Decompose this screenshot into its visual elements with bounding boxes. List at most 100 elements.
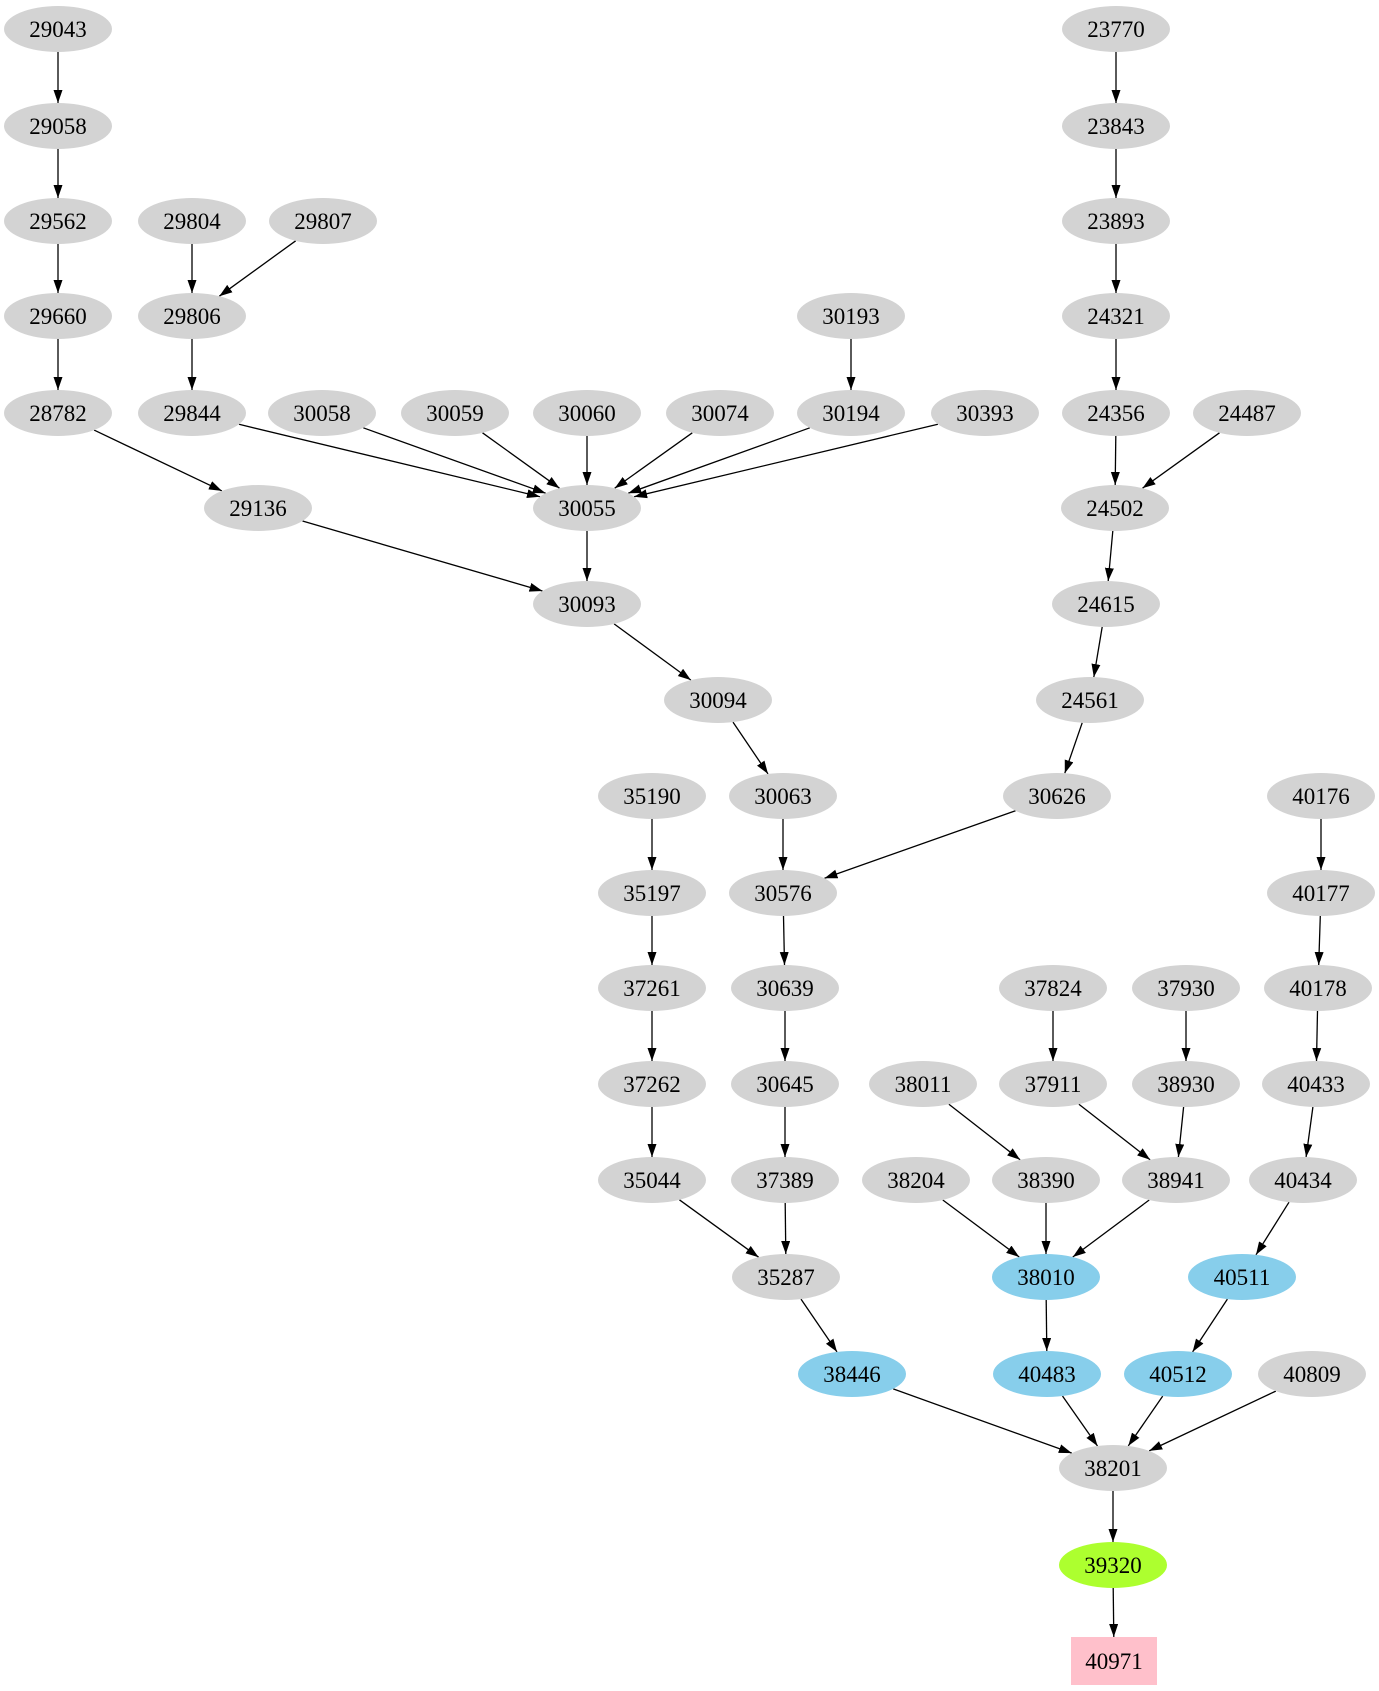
graph-node-37261: 37261 bbox=[598, 965, 706, 1011]
graph-node-24502: 24502 bbox=[1061, 485, 1169, 531]
graph-node-37262: 37262 bbox=[598, 1061, 706, 1107]
node-ellipse-30055 bbox=[533, 485, 641, 531]
node-ellipse-30645 bbox=[731, 1061, 839, 1107]
graph-node-23893: 23893 bbox=[1062, 198, 1170, 244]
node-label-38390: 38390 bbox=[1017, 1168, 1075, 1193]
node-label-29043: 29043 bbox=[29, 17, 87, 42]
node-label-37389: 37389 bbox=[756, 1168, 814, 1193]
graph-node-37930: 37930 bbox=[1132, 965, 1240, 1011]
node-label-37911: 37911 bbox=[1025, 1072, 1082, 1097]
graph-node-35197: 35197 bbox=[598, 870, 706, 916]
graph-node-30093: 30093 bbox=[533, 581, 641, 627]
node-ellipse-40809 bbox=[1258, 1351, 1366, 1397]
graph-node-30626: 30626 bbox=[1003, 773, 1111, 819]
graph-node-38201: 38201 bbox=[1059, 1445, 1167, 1491]
node-label-35044: 35044 bbox=[623, 1168, 681, 1193]
node-label-38204: 38204 bbox=[887, 1168, 945, 1193]
node-label-40177: 40177 bbox=[1292, 881, 1350, 906]
graph-node-29804: 29804 bbox=[138, 198, 246, 244]
edge-38930-to-38941 bbox=[1175, 1106, 1185, 1158]
graph-node-37389: 37389 bbox=[731, 1157, 839, 1203]
node-ellipse-38010 bbox=[992, 1254, 1100, 1300]
node-ellipse-40177 bbox=[1267, 870, 1375, 916]
node-label-24502: 24502 bbox=[1086, 496, 1144, 521]
node-label-37261: 37261 bbox=[623, 976, 681, 1001]
node-ellipse-37911 bbox=[999, 1061, 1107, 1107]
graph-node-40971: 40971 bbox=[1071, 1637, 1157, 1685]
graph-node-40512: 40512 bbox=[1124, 1351, 1232, 1397]
graph-node-30060: 30060 bbox=[533, 390, 641, 436]
graph-node-38010: 38010 bbox=[992, 1254, 1100, 1300]
graph-node-40177: 40177 bbox=[1267, 870, 1375, 916]
node-label-38011: 38011 bbox=[895, 1072, 952, 1097]
edge-30393-to-30055 bbox=[633, 423, 939, 499]
node-ellipse-37930 bbox=[1132, 965, 1240, 1011]
graph-node-30059: 30059 bbox=[401, 390, 509, 436]
edge-40178-to-40433 bbox=[1312, 1010, 1322, 1062]
node-label-40178: 40178 bbox=[1289, 976, 1347, 1001]
node-ellipse-30058 bbox=[268, 390, 376, 436]
node-ellipse-29806 bbox=[138, 293, 246, 339]
graph-node-23770: 23770 bbox=[1062, 6, 1170, 52]
edge-30576-to-30639 bbox=[779, 915, 789, 966]
node-ellipse-40433 bbox=[1262, 1061, 1370, 1107]
graph-node-40178: 40178 bbox=[1264, 965, 1372, 1011]
node-label-29136: 29136 bbox=[229, 496, 287, 521]
edge-24561-to-30626 bbox=[1064, 722, 1083, 774]
node-label-29660: 29660 bbox=[29, 304, 87, 329]
graph-node-30055: 30055 bbox=[533, 485, 641, 531]
node-ellipse-40434 bbox=[1249, 1157, 1357, 1203]
node-label-23770: 23770 bbox=[1087, 17, 1145, 42]
node-ellipse-30063 bbox=[729, 773, 837, 819]
node-label-35287: 35287 bbox=[757, 1265, 815, 1290]
edge-40511-to-40512 bbox=[1192, 1298, 1228, 1353]
node-label-38010: 38010 bbox=[1017, 1265, 1075, 1290]
node-ellipse-29043 bbox=[4, 6, 112, 52]
node-label-37262: 37262 bbox=[623, 1072, 681, 1097]
graph-node-30058: 30058 bbox=[268, 390, 376, 436]
edge-39320-to-40971 bbox=[1109, 1587, 1119, 1638]
node-label-30055: 30055 bbox=[558, 496, 616, 521]
graph-node-24615: 24615 bbox=[1052, 581, 1160, 627]
node-label-29804: 29804 bbox=[163, 209, 221, 234]
node-ellipse-24561 bbox=[1036, 677, 1144, 723]
edge-38011-to-38390 bbox=[948, 1103, 1021, 1161]
node-ellipse-40178 bbox=[1264, 965, 1372, 1011]
graph-node-24356: 24356 bbox=[1062, 390, 1170, 436]
graph-node-30074: 30074 bbox=[666, 390, 774, 436]
graph-node-40809: 40809 bbox=[1258, 1351, 1366, 1397]
node-label-35197: 35197 bbox=[623, 881, 681, 906]
node-ellipse-30093 bbox=[533, 581, 641, 627]
node-label-30193: 30193 bbox=[822, 304, 880, 329]
node-label-24561: 24561 bbox=[1061, 688, 1119, 713]
graph-node-30576: 30576 bbox=[729, 870, 837, 916]
graph-node-38941: 38941 bbox=[1122, 1157, 1230, 1203]
node-ellipse-23770 bbox=[1062, 6, 1170, 52]
graph-node-29058: 29058 bbox=[4, 103, 112, 149]
node-ellipse-24502 bbox=[1061, 485, 1169, 531]
node-ellipse-24321 bbox=[1062, 293, 1170, 339]
edge-40434-to-40511 bbox=[1255, 1201, 1290, 1256]
node-ellipse-30094 bbox=[664, 677, 772, 723]
node-label-29806: 29806 bbox=[163, 304, 221, 329]
node-ellipse-37824 bbox=[999, 965, 1107, 1011]
node-box-40971 bbox=[1071, 1637, 1157, 1685]
graph-node-39320: 39320 bbox=[1059, 1542, 1167, 1588]
node-label-38941: 38941 bbox=[1147, 1168, 1205, 1193]
node-ellipse-29136 bbox=[204, 485, 312, 531]
node-label-30063: 30063 bbox=[754, 784, 812, 809]
graph-node-38390: 38390 bbox=[992, 1157, 1100, 1203]
graph-node-29807: 29807 bbox=[269, 198, 377, 244]
node-label-30194: 30194 bbox=[822, 401, 880, 426]
node-ellipse-30074 bbox=[666, 390, 774, 436]
node-label-38201: 38201 bbox=[1084, 1456, 1142, 1481]
node-ellipse-30060 bbox=[533, 390, 641, 436]
graph-node-24561: 24561 bbox=[1036, 677, 1144, 723]
node-ellipse-30576 bbox=[729, 870, 837, 916]
node-label-39320: 39320 bbox=[1084, 1553, 1142, 1578]
node-ellipse-28782 bbox=[4, 390, 112, 436]
graph-node-30645: 30645 bbox=[731, 1061, 839, 1107]
node-label-23893: 23893 bbox=[1087, 209, 1145, 234]
node-ellipse-30059 bbox=[401, 390, 509, 436]
